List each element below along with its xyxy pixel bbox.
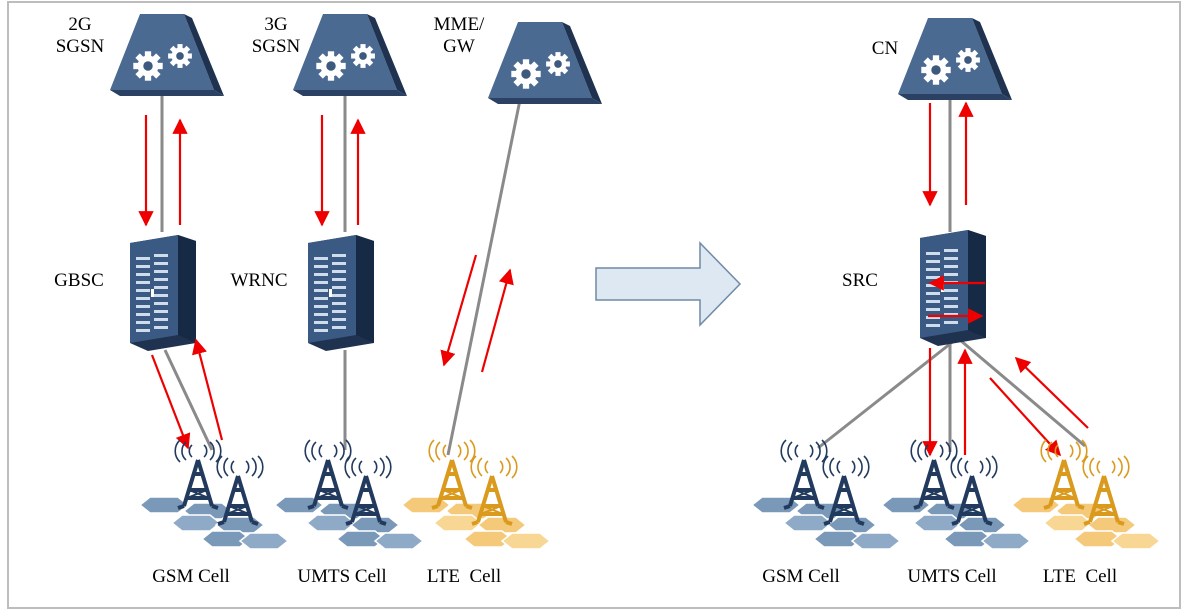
core-network-gear-icon <box>488 22 602 104</box>
core-network-gear-icon <box>110 14 224 96</box>
controller-rack-icon <box>130 235 196 351</box>
core-network-gear-icon <box>898 18 1012 100</box>
controller-rack-icon <box>308 235 374 351</box>
gsm-cell-cluster <box>751 439 901 550</box>
label-line: SGSN <box>251 36 301 57</box>
label-lte-cell-right: LTE Cell <box>1042 566 1118 587</box>
signal-waves-icon <box>910 439 998 479</box>
label-line: MME/ <box>433 14 485 35</box>
core-network-gear-icon <box>293 14 407 96</box>
label-line: SGSN <box>55 36 105 57</box>
label-gsm-cell-right: GSM Cell <box>762 566 840 587</box>
label-gbsc: GBSC <box>54 270 104 291</box>
label-mme-gw: MME/ GW <box>424 14 494 58</box>
label-gsm-cell-left: GSM Cell <box>152 566 230 587</box>
transition-arrow <box>595 241 742 327</box>
label-umts-cell-right: UMTS Cell <box>907 566 997 587</box>
signal-waves-icon <box>428 439 518 479</box>
label-line: GW <box>443 36 475 57</box>
umts-cell-cluster <box>274 439 424 550</box>
umts-cell-cluster <box>881 439 1031 550</box>
lte-cell-cluster <box>1011 439 1161 550</box>
label-src: SRC <box>842 270 878 291</box>
label-line: 3G <box>264 14 288 35</box>
controller-rack-icon <box>920 230 986 346</box>
label-line: 2G <box>68 14 92 35</box>
label-2g-sgsn: 2G SGSN <box>48 14 112 58</box>
label-wrnc: WRNC <box>230 270 288 291</box>
gsm-cell-cluster <box>139 439 289 550</box>
left-network <box>110 14 602 550</box>
signal-waves-icon <box>780 439 870 479</box>
label-cn: CN <box>871 38 899 59</box>
label-umts-cell-left: UMTS Cell <box>297 566 387 587</box>
right-network <box>751 18 1161 550</box>
signal-waves-icon <box>304 439 392 479</box>
signal-waves-icon <box>174 439 264 479</box>
diagram-border <box>7 1 1181 609</box>
label-3g-sgsn: 3G SGSN <box>244 14 308 58</box>
label-lte-cell-left: LTE Cell <box>426 566 502 587</box>
lte-cell-cluster <box>401 439 551 550</box>
